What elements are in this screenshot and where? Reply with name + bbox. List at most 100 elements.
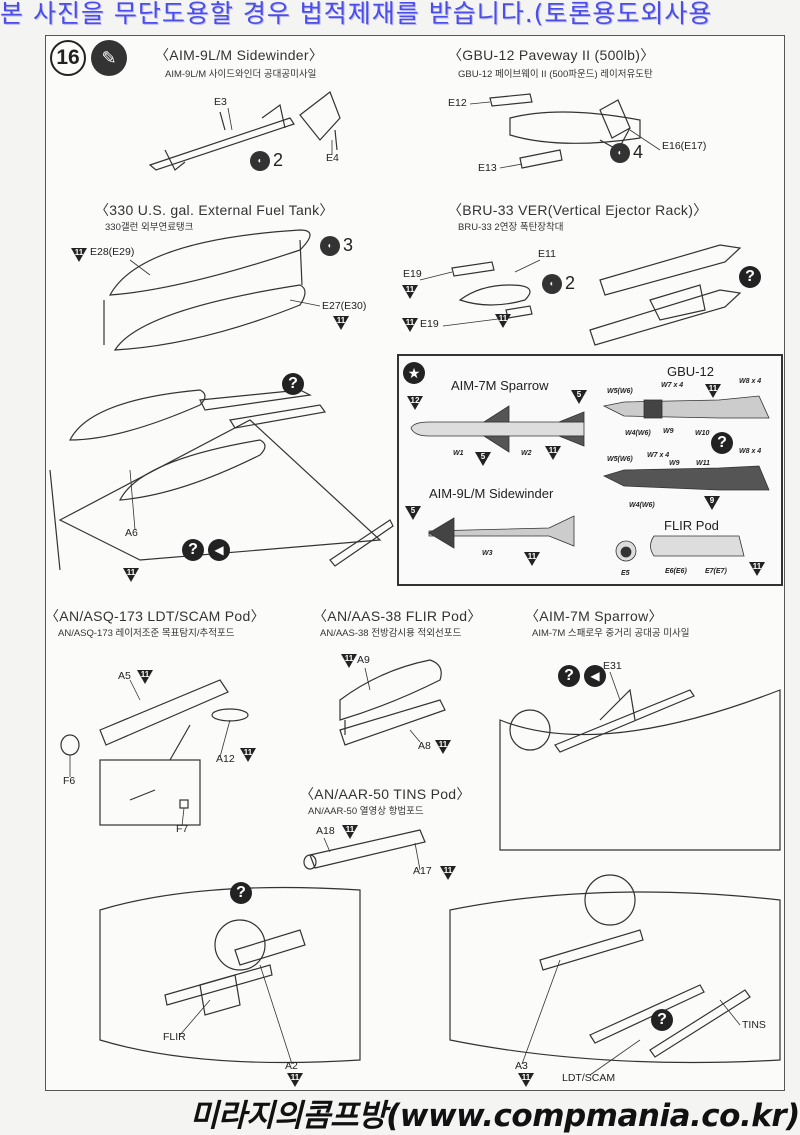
option-question-icon: ? xyxy=(739,266,761,288)
color-ref-triangle: 12 xyxy=(407,396,423,410)
option-question-icon: ? xyxy=(711,432,733,454)
color-ref-triangle: 5 xyxy=(475,452,491,466)
part-label: E3 xyxy=(214,96,227,108)
flir-pod-drawing xyxy=(339,659,446,746)
part-label: E27(E30) xyxy=(322,300,367,312)
decal-label: W4(W6) xyxy=(629,502,655,509)
section-title-tins-pod: 〈AN/AAR-50 TINS Pod〉 xyxy=(300,786,471,802)
section-title-ldt-pod: 〈AN/ASQ-173 LDT/SCAM Pod〉 xyxy=(45,608,265,624)
part-label: A9 xyxy=(357,654,370,666)
section-title-gbu12: 〈GBU-12 Paveway II (500lb)〉 xyxy=(448,47,655,63)
star-icon: ★ xyxy=(403,362,425,384)
color-ref-triangle: 5 xyxy=(571,390,587,404)
decal-label: W8 x 4 xyxy=(739,378,762,385)
section-subtitle-ldt-pod: AN/ASQ-173 레이저조준 목표탐지/추적포드 xyxy=(58,628,235,639)
part-label: E4 xyxy=(326,152,339,164)
part-label: A2 xyxy=(285,1060,298,1072)
option-question-icon: ? xyxy=(558,665,580,687)
option-question-icon: ? xyxy=(182,539,204,561)
part-label: A5 xyxy=(118,670,131,682)
option-question-icon: ? xyxy=(230,882,252,904)
part-label: A12 xyxy=(216,753,235,765)
option-question-icon: ? xyxy=(651,1009,673,1031)
section-subtitle-gbu12: GBU-12 페이브웨이 II (500파운드) 레이저유도탄 xyxy=(458,69,653,80)
part-label: A3 xyxy=(515,1060,528,1072)
decal-label: E7(E7) xyxy=(705,568,727,575)
decal-water-icon: ◐ xyxy=(610,142,630,163)
color-ref-triangle: 11 xyxy=(123,568,139,582)
decal-label: E5 xyxy=(621,570,630,577)
step-number-badge: 16 xyxy=(50,40,86,76)
sparrow-aircraft-drawing xyxy=(499,688,781,851)
flip-view-icon: ◀ xyxy=(584,665,606,687)
part-label: E19 xyxy=(420,318,439,330)
part-label: E19 xyxy=(403,268,422,280)
decal-label: W11 xyxy=(696,460,710,467)
part-label: E16(E17) xyxy=(662,140,707,152)
option-question-icon: ? xyxy=(282,373,304,395)
section-subtitle-bru33: BRU-33 2연장 폭탄장착대 xyxy=(458,222,564,233)
color-ref-triangle: 11 xyxy=(495,314,511,328)
decal-label: W3 xyxy=(482,550,493,557)
part-label: A6 xyxy=(125,527,138,539)
decal-drawings xyxy=(410,395,770,562)
section-title-flir-pod: 〈AN/AAS-38 FLIR Pod〉 xyxy=(313,608,482,624)
color-ref-triangle: 11 xyxy=(524,552,540,566)
part-label: TINS xyxy=(742,1019,766,1031)
fuselage-left-drawing xyxy=(99,886,361,1064)
decal-title-flir-pod: FLIR Pod xyxy=(664,518,719,533)
tins-pod-drawing xyxy=(303,829,426,870)
color-ref-triangle: 11 xyxy=(705,384,721,398)
decal-label: W2 xyxy=(521,450,532,457)
section-subtitle-flir-pod: AN/AAS-38 전방감시용 적외선포드 xyxy=(320,628,462,639)
decal-count-badge: ◐3 xyxy=(320,235,353,256)
sidewinder-drawing xyxy=(148,91,341,171)
part-label: A17 xyxy=(413,865,432,877)
color-ref-triangle: 11 xyxy=(749,562,765,576)
decal-label: W9 xyxy=(663,428,674,435)
part-label: F6 xyxy=(63,775,76,787)
bru33-drawing xyxy=(451,244,742,346)
color-ref-triangle: 11 xyxy=(341,654,357,668)
glue-icon: ✎ xyxy=(91,40,127,76)
fuel-tank-drawing xyxy=(103,229,311,351)
decal-count-badge: ◐2 xyxy=(542,273,575,294)
decal-water-icon: ◐ xyxy=(320,235,340,256)
color-ref-triangle: 11 xyxy=(545,446,561,460)
decal-label: W4(W6) xyxy=(625,430,651,437)
decal-title-sparrow: AIM-7M Sparrow xyxy=(451,378,549,393)
site-watermark-footer: 미라지의콤프방(www.compmania.co.kr) xyxy=(190,1098,800,1134)
decal-title-sidewinder: AIM-9L/M Sidewinder xyxy=(429,486,554,501)
color-ref-triangle: 11 xyxy=(440,866,456,880)
decal-label: W7 x 4 xyxy=(647,452,670,459)
color-ref-triangle: 11 xyxy=(333,316,349,330)
section-subtitle-tins-pod: AN/AAR-50 열영상 항법포드 xyxy=(308,806,424,817)
part-label: LDT/SCAM xyxy=(562,1072,616,1084)
decal-label: E6(E6) xyxy=(665,568,687,575)
section-subtitle-sidewinder: AIM-9L/M 사이드와인더 공대공미사일 xyxy=(165,69,317,80)
part-label: E11 xyxy=(538,248,556,260)
section-title-bru33: 〈BRU-33 VER(Vertical Ejector Rack)〉 xyxy=(448,202,708,218)
part-label: A18 xyxy=(316,825,335,837)
part-label: E31 xyxy=(603,660,622,672)
section-title-sidewinder: 〈AIM-9L/M Sidewinder〉 xyxy=(155,47,324,63)
flip-view-icon: ◀ xyxy=(208,539,230,561)
decal-water-icon: ◐ xyxy=(250,150,270,171)
decal-label: W10 xyxy=(695,430,710,437)
part-label: E28(E29) xyxy=(90,246,135,258)
decal-water-icon: ◐ xyxy=(542,273,562,294)
color-ref-triangle: 11 xyxy=(287,1073,303,1087)
color-ref-triangle: 9 xyxy=(704,496,720,510)
color-ref-triangle: 11 xyxy=(402,318,418,332)
gbu12-drawing xyxy=(489,93,641,169)
section-title-fuel-tank: 〈330 U.S. gal. External Fuel Tank〉 xyxy=(95,202,334,218)
section-subtitle-sparrow: AIM-7M 스패로우 중거리 공대공 미사일 xyxy=(532,628,690,639)
marking-guide-box: ★ AIM-7M Sparrow GBU-12 AIM-9L/M Sidewin… xyxy=(397,354,783,586)
color-ref-triangle: 11 xyxy=(71,248,87,262)
part-label: A8 xyxy=(418,740,431,752)
color-ref-triangle: 11 xyxy=(342,825,358,839)
decal-label: W5(W6) xyxy=(607,456,633,463)
decal-count-badge: ◐4 xyxy=(610,142,643,163)
color-ref-triangle: 11 xyxy=(137,670,153,684)
